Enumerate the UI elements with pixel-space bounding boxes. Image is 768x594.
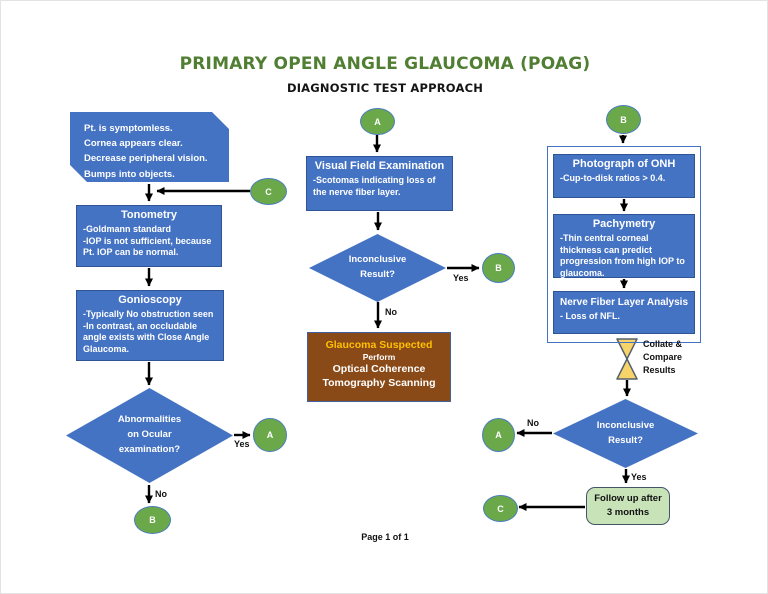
nfl-analysis-body: - Loss of NFL. <box>560 310 620 321</box>
pachymetry-title: Pachymetry <box>592 218 656 230</box>
left-no-label: No <box>155 489 167 499</box>
photograph-onh-body: -Cup-to-disk ratios > 0.4. <box>560 172 666 183</box>
connector-a-left: A <box>253 418 287 452</box>
collate-compare-label: Collate & Compare Results <box>643 339 683 376</box>
glaucoma-suspected-headline: Glaucoma Suspected <box>325 339 433 351</box>
visual-field-title: Visual Field Examination <box>314 160 445 172</box>
tonometry-box: Tonometry -Goldmann standard -IOP is not… <box>76 205 222 267</box>
connector-b-middle: B <box>482 253 515 283</box>
right-no-label: No <box>527 418 539 428</box>
connector-b-left: B <box>134 506 171 534</box>
photograph-onh-box: Photograph of ONH -Cup-to-disk ratios > … <box>553 154 695 198</box>
tonometry-body: -Goldmann standard -IOP is not sufficien… <box>83 223 212 258</box>
nfl-analysis-title: Nerve Fiber Layer Analysis <box>559 297 689 308</box>
middle-no-label: No <box>385 307 397 317</box>
connector-c-right: C <box>483 495 518 522</box>
photograph-onh-title: Photograph of ONH <box>572 158 676 170</box>
nfl-analysis-box: Nerve Fiber Layer Analysis - Loss of NFL… <box>553 291 695 334</box>
pachymetry-box: Pachymetry -Thin central corneal thickne… <box>553 214 695 278</box>
tonometry-title: Tonometry <box>120 209 178 221</box>
page-number: Page 1 of 1 <box>361 532 409 542</box>
glaucoma-suspected-box: Glaucoma Suspected Perform Optical Coher… <box>307 332 451 402</box>
visual-field-box: Visual Field Examination -Scotomas indic… <box>306 156 453 211</box>
middle-yes-label: Yes <box>453 273 469 283</box>
pachymetry-body: -Thin central corneal thickness can pred… <box>560 232 685 278</box>
right-yes-label: Yes <box>631 472 647 482</box>
connector-c-left: C <box>250 178 287 205</box>
gonioscopy-body: -Typically No obstruction seen -In contr… <box>83 308 214 354</box>
gonioscopy-title: Gonioscopy <box>118 294 182 306</box>
connector-a-right: A <box>482 418 515 452</box>
visual-field-body: -Scotomas indicating loss of the nerve f… <box>313 174 436 197</box>
presentation-note-box: Pt. is symptomless. Cornea appears clear… <box>70 112 229 182</box>
connector-a-middle: A <box>360 108 395 135</box>
collate-hourglass-icon <box>616 338 638 380</box>
gonioscopy-box: Gonioscopy -Typically No obstruction see… <box>76 290 224 361</box>
page-title: PRIMARY OPEN ANGLE GLAUCOMA (POAG) <box>179 54 591 74</box>
oct-action-label: Optical Coherence Tomography Scanning <box>322 363 436 389</box>
page-subtitle: DIAGNOSTIC TEST APPROACH <box>286 81 484 95</box>
followup-box: Follow up after 3 months <box>586 487 670 525</box>
tests-group-frame <box>547 146 701 343</box>
perform-label: Perform <box>362 352 396 362</box>
connector-b-right: B <box>606 105 641 134</box>
left-yes-label: Yes <box>234 439 250 449</box>
